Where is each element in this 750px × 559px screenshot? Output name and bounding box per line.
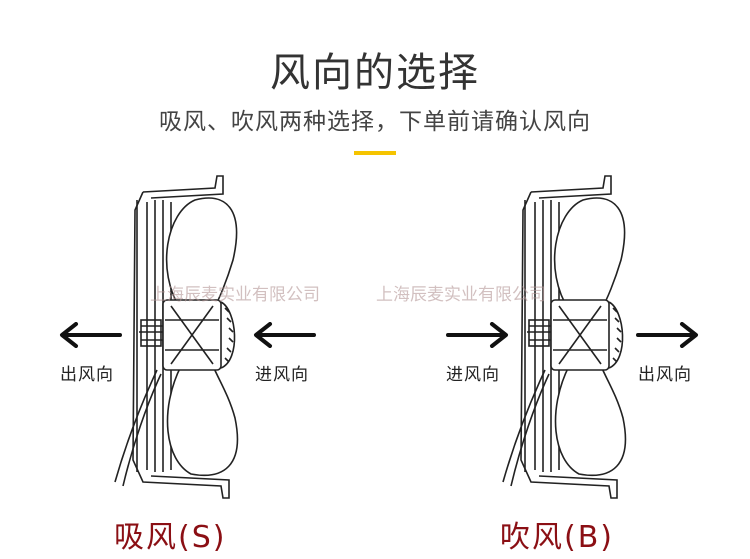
watermark-text: 上海辰麦实业有限公司 bbox=[376, 285, 546, 305]
suction-mode-label: 吸风(S) bbox=[114, 520, 227, 555]
fan-illustration-suction bbox=[114, 175, 239, 499]
blowing-mode-label: 吹风(B) bbox=[500, 520, 614, 555]
suction-outlet-label: 出风向 bbox=[60, 365, 114, 385]
fan-illustration-blowing bbox=[502, 175, 627, 499]
suction-inlet-label: 进风向 bbox=[255, 365, 309, 385]
arrow-right-icon bbox=[636, 322, 698, 348]
watermark-text: 上海辰麦实业有限公司 bbox=[150, 285, 320, 305]
arrow-right-icon bbox=[446, 322, 508, 348]
page-title: 风向的选择 bbox=[270, 50, 480, 96]
blowing-inlet-label: 进风向 bbox=[446, 365, 500, 385]
accent-divider bbox=[354, 151, 396, 155]
page-subtitle: 吸风、吹风两种选择，下单前请确认风向 bbox=[159, 109, 591, 135]
arrow-left-icon bbox=[254, 322, 316, 348]
blowing-outlet-label: 出风向 bbox=[638, 365, 692, 385]
arrow-left-icon bbox=[60, 322, 122, 348]
